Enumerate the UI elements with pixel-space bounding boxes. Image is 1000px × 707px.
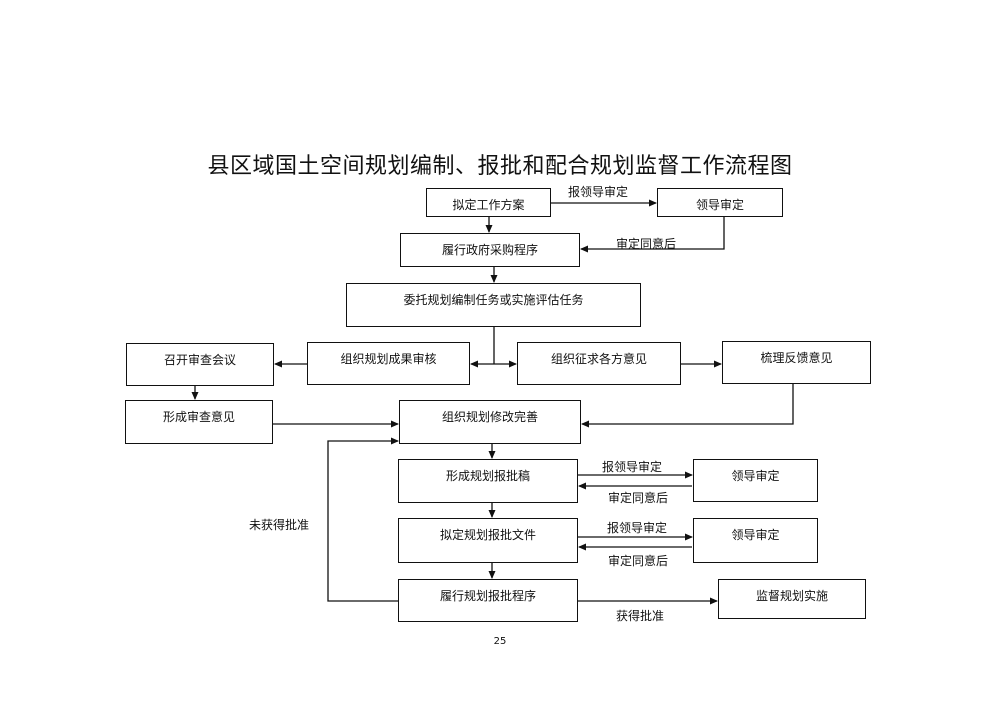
edge-not-approved-loop bbox=[327, 437, 399, 602]
node-form-review-opinion: 形成审查意见 bbox=[125, 400, 273, 444]
node-sort-feedback: 梳理反馈意见 bbox=[722, 341, 871, 384]
node-form-draft: 形成规划报批稿 bbox=[398, 459, 578, 503]
edge-label-not-approved: 未获得批准 bbox=[249, 518, 310, 532]
node-entrust: 委托规划编制任务或实施评估任务 bbox=[346, 283, 641, 327]
page-title: 县区域国土空间规划编制、报批和配合规划监督工作流程图 bbox=[207, 154, 793, 179]
edge-label-report-2: 报领导审定 bbox=[602, 460, 663, 474]
node-draft-documents: 拟定规划报批文件 bbox=[398, 518, 578, 563]
node-procurement: 履行政府采购程序 bbox=[400, 233, 580, 267]
node-solicit-opinions: 组织征求各方意见 bbox=[517, 342, 681, 385]
node-leader-review-2: 领导审定 bbox=[693, 459, 818, 502]
edge-label-approved-2: 审定同意后 bbox=[608, 491, 669, 505]
node-draft-plan: 拟定工作方案 bbox=[426, 188, 551, 217]
node-hold-meeting: 召开审查会议 bbox=[126, 343, 274, 386]
node-organize-review: 组织规划成果审核 bbox=[307, 342, 470, 385]
node-organize-revision: 组织规划修改完善 bbox=[399, 400, 581, 444]
edge-label-approved-final: 获得批准 bbox=[616, 609, 665, 623]
node-leader-review-3: 领导审定 bbox=[693, 518, 818, 563]
node-supervise: 监督规划实施 bbox=[718, 579, 866, 619]
edge-label-approved-1: 审定同意后 bbox=[616, 237, 677, 251]
edge-label-report-1: 报领导审定 bbox=[568, 185, 629, 199]
edge-leader-to-procurement bbox=[580, 217, 725, 253]
node-approval-procedure: 履行规划报批程序 bbox=[398, 579, 578, 622]
page-number: 25 bbox=[493, 636, 507, 647]
edge-label-approved-3: 审定同意后 bbox=[608, 554, 669, 568]
edge-label-report-3: 报领导审定 bbox=[607, 521, 668, 535]
node-leader-review-1: 领导审定 bbox=[657, 188, 783, 217]
edge-feedback-to-revision bbox=[581, 384, 794, 428]
